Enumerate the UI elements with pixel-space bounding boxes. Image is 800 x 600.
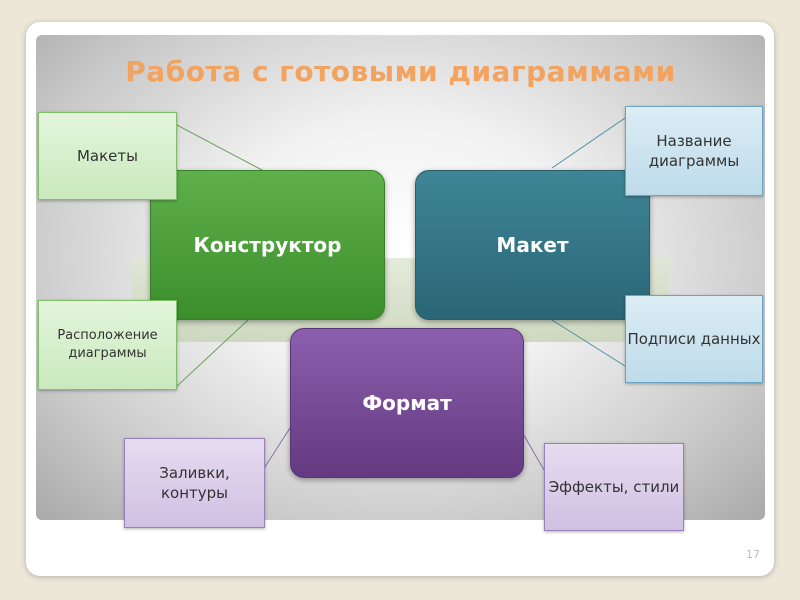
connector-nazv (551, 117, 626, 169)
format-block: Формат (290, 328, 524, 478)
callout-data-labels: Подписи данных (625, 295, 763, 383)
connector-makety (174, 123, 263, 171)
layout-block: Макет (415, 170, 650, 320)
callout-layouts: Макеты (38, 112, 177, 200)
page-number: 17 (746, 548, 760, 561)
callout-chart-title: Название диаграммы (625, 106, 763, 196)
callout-effects-styles: Эффекты, стили (544, 443, 684, 531)
connector-eff (521, 431, 545, 471)
connector-zal (262, 427, 291, 471)
slide-title: Работа с готовыми диаграммами (125, 55, 676, 88)
connector-podp (551, 319, 626, 367)
callout-chart-placement: Расположение диаграммы (38, 300, 177, 390)
connector-rasp (174, 319, 249, 389)
callout-fills-outlines: Заливки, контуры (124, 438, 265, 528)
constructor-block: Конструктор (150, 170, 385, 320)
